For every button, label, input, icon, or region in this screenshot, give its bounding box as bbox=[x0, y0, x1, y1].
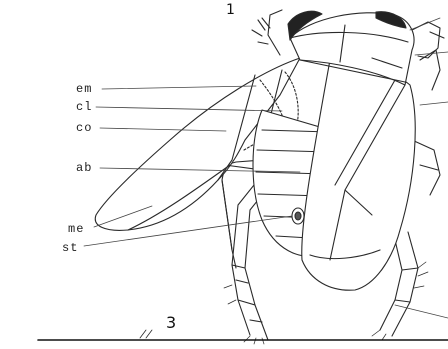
label-st: st bbox=[62, 242, 78, 254]
figure-number-top: 1 bbox=[226, 2, 235, 18]
label-ab: ab bbox=[76, 162, 92, 174]
leader-right-top bbox=[410, 18, 440, 30]
label-cl: cl bbox=[76, 101, 92, 113]
figure-number-bottom: 3 bbox=[166, 313, 176, 332]
leader-em bbox=[102, 86, 256, 89]
leader-right-lower bbox=[420, 102, 448, 105]
spiracle bbox=[292, 208, 304, 224]
label-em: em bbox=[76, 83, 92, 95]
label-me: me bbox=[68, 223, 84, 235]
tick-marks bbox=[140, 330, 152, 338]
label-co: co bbox=[76, 122, 92, 134]
